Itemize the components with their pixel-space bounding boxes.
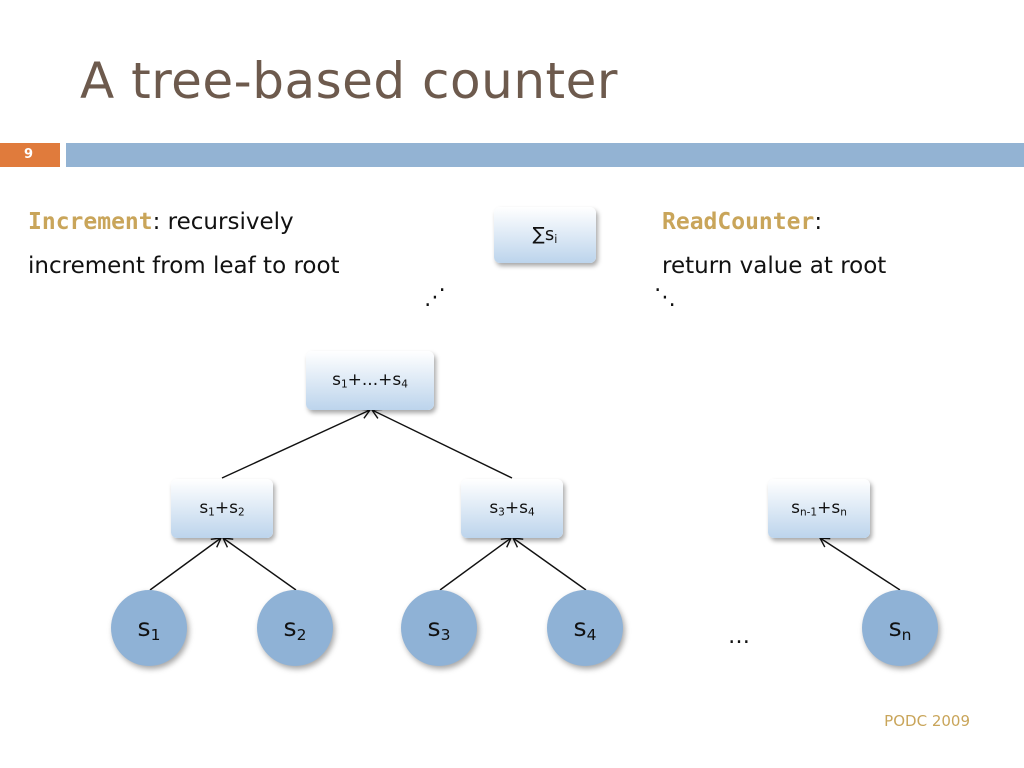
- internal-node-s3-s4: s3+s4: [461, 479, 563, 538]
- edge-s4-n34: [511, 537, 587, 591]
- readcounter-line1: :: [814, 209, 823, 235]
- root-mid: +...+: [347, 370, 393, 390]
- ellipsis-left: ⋰: [424, 285, 446, 310]
- node-sub-a: n-1: [799, 506, 818, 519]
- increment-keyword: Increment: [28, 209, 153, 235]
- leaf-var: s: [283, 613, 297, 642]
- leaf-var: s: [888, 613, 902, 642]
- edge-sn-nn: [818, 537, 901, 591]
- leaf-s4: s4: [547, 590, 623, 666]
- edge-n34-root: [370, 408, 513, 479]
- node-sub-b: n: [840, 506, 847, 519]
- leaf-ellipsis: …: [728, 624, 750, 649]
- edge-s3-n34: [439, 537, 513, 591]
- edge-s2-n12: [221, 537, 297, 591]
- node-var-b: s: [229, 498, 238, 518]
- sum-var: s: [544, 224, 555, 245]
- node-var-b: s: [831, 498, 841, 518]
- increment-line1: : recursively: [152, 209, 294, 235]
- root-var-b: s: [392, 370, 402, 390]
- footer-label: PODC 2009: [884, 712, 970, 730]
- header-bar: [66, 143, 1024, 167]
- node-op: +: [214, 498, 230, 518]
- readcounter-line2: return value at root: [662, 253, 887, 279]
- leaf-sn: sn: [862, 590, 938, 666]
- increment-description: Increment: recursively increment from le…: [28, 200, 340, 288]
- node-sub-b: 2: [237, 506, 245, 519]
- internal-node-s1-s2: s1+s2: [171, 479, 273, 538]
- node-sub-b: 4: [527, 506, 535, 519]
- node-op: +: [504, 498, 520, 518]
- node-op: +: [817, 498, 832, 518]
- node-sub-a: 3: [498, 506, 505, 519]
- leaf-var: s: [427, 613, 441, 642]
- leaf-sub: 2: [296, 625, 307, 644]
- node-var-b: s: [519, 498, 528, 518]
- node-var-a: s: [489, 498, 499, 518]
- ellipsis-right: ⋱: [654, 285, 676, 310]
- increment-line2: increment from leaf to root: [28, 253, 340, 279]
- root-node: s1+...+s4: [306, 351, 434, 410]
- leaf-s3: s3: [401, 590, 477, 666]
- edge-n12-root: [221, 408, 372, 479]
- leaf-var: s: [573, 613, 587, 642]
- sum-box: ∑si: [494, 207, 596, 263]
- node-var-a: s: [791, 498, 800, 518]
- root-sub-a: 1: [340, 378, 348, 391]
- sum-symbol: ∑: [532, 224, 545, 245]
- root-sub-b: 4: [401, 378, 408, 391]
- leaf-sub: n: [901, 625, 912, 644]
- readcounter-keyword: ReadCounter: [662, 209, 815, 235]
- leaf-sub: 4: [586, 625, 597, 644]
- node-sub-a: 1: [208, 506, 215, 519]
- leaf-sub: 1: [150, 625, 161, 644]
- node-var-a: s: [199, 498, 209, 518]
- root-var-a: s: [332, 370, 341, 390]
- leaf-s2: s2: [257, 590, 333, 666]
- leaf-s1: s1: [111, 590, 187, 666]
- leaf-sub: 3: [440, 625, 451, 644]
- sum-sub: i: [554, 232, 558, 246]
- edge-s1-n12: [149, 537, 223, 591]
- readcounter-description: ReadCounter: return value at root: [662, 200, 886, 288]
- leaf-var: s: [137, 613, 151, 642]
- slide-title: A tree-based counter: [80, 52, 618, 110]
- slide-number: 9: [0, 143, 60, 167]
- internal-node-sn1-sn: sn-1+sn: [768, 479, 870, 538]
